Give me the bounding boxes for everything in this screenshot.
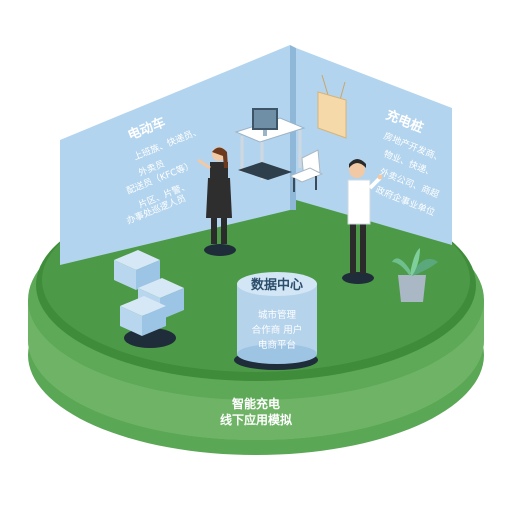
data-center-line: 合作商 用户	[252, 324, 303, 336]
plant-leaf	[410, 248, 420, 276]
woman-leg	[211, 200, 217, 244]
chair	[288, 149, 324, 192]
man-arm	[368, 176, 382, 190]
monitor-screen	[254, 110, 276, 128]
cylinder-top	[237, 272, 317, 296]
server-cubes	[114, 250, 184, 348]
man-leg	[360, 222, 366, 274]
data-center-line: 城市管理	[258, 309, 297, 321]
cube-top	[114, 250, 160, 290]
woman-skirt	[206, 178, 232, 218]
left-panel-face	[60, 45, 290, 265]
plant-leaf	[392, 258, 410, 276]
man-floor-pad	[342, 272, 374, 284]
sign-string-right	[339, 81, 346, 101]
man-leg	[350, 222, 356, 274]
data-center-title: 数据中心	[251, 277, 303, 293]
cylinder-bottom	[237, 344, 317, 364]
potted-plant	[392, 248, 438, 302]
platform-caption-line1: 智能充电	[231, 396, 280, 411]
monitor-stand	[263, 130, 267, 136]
plant-leaf	[412, 258, 438, 276]
woman-floor-pad	[204, 244, 236, 256]
man-shirt	[347, 179, 371, 225]
sign-string-left	[321, 74, 329, 96]
cube-bottom	[120, 296, 166, 336]
platform-caption-line2: 线下应用模拟	[220, 412, 292, 427]
man-hair	[349, 159, 366, 168]
desk-floor-mat	[238, 162, 292, 180]
man-figure	[342, 159, 383, 284]
data-center-cylinder: 数据中心 城市管理 合作商 用户 电商平台	[234, 272, 318, 370]
data-center-lines: 城市管理 合作商 用户 电商平台	[252, 309, 303, 351]
plant-pot	[398, 275, 426, 302]
left-panel: 电动车 上班族、快递员、 外卖员 配送员（KFC等） 片区、片警、 办事处巡逻人…	[60, 45, 296, 265]
data-center-line: 电商平台	[258, 339, 296, 351]
woman-leg	[221, 200, 227, 244]
woman-figure	[197, 147, 236, 256]
chair-seat	[288, 167, 324, 183]
platform-caption: 智能充电 线下应用模拟	[220, 396, 292, 427]
desk	[234, 108, 306, 180]
man-hand	[377, 174, 383, 180]
woman-hair	[212, 147, 228, 168]
right-panel: 充电桩 房地产开发商、 物业、快递、 外卖公司、商超 政府企事业单位	[296, 48, 452, 245]
woman-torso	[210, 162, 228, 184]
man-head	[349, 162, 365, 178]
hanging-sign	[317, 91, 347, 139]
woman-arm	[197, 158, 211, 170]
